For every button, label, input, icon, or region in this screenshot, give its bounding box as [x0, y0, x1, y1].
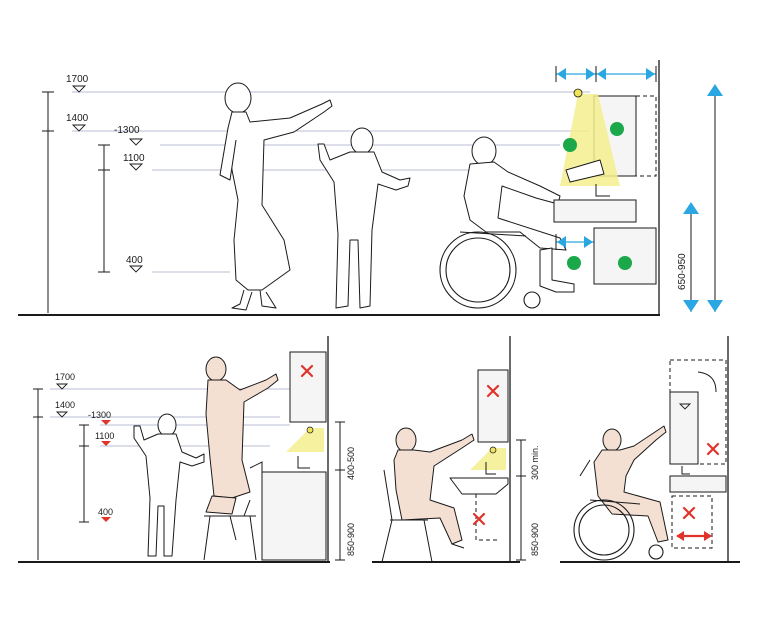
faucet-icon: [297, 456, 310, 469]
ok-marker-icon: [610, 122, 624, 136]
base-cabinet: [261, 471, 327, 561]
level-label-1700: 1700: [55, 372, 75, 382]
standing-woman-figure: [219, 82, 333, 311]
level-marker-icon: [71, 85, 87, 93]
washbasin: [669, 475, 727, 493]
upper-cabinet: [289, 351, 327, 423]
light-cone: [286, 428, 324, 452]
arrow-down-icon: [683, 300, 699, 312]
arrow-left-icon: [597, 68, 606, 80]
level-label-1100: 1100: [95, 431, 114, 441]
dim-label-850-900: 850-900: [346, 523, 356, 556]
washbasin: [449, 477, 509, 495]
wheelchair-user-figure: [439, 136, 575, 309]
level-label-400: 400: [98, 507, 113, 517]
arrow-left-icon: [557, 236, 566, 248]
swing-arc: [697, 371, 717, 393]
arrow-left-icon: [557, 68, 566, 80]
level-marker-icon: [55, 411, 69, 418]
faucet-icon: [595, 184, 610, 197]
faucet-icon: [681, 466, 690, 475]
upper-cabinet: [669, 391, 699, 465]
dim-label-400-500: 400-500: [346, 447, 356, 480]
not-ok-level-marker-icon: [101, 420, 111, 425]
seated-woman-figure: [381, 427, 475, 563]
level-marker-icon: [128, 163, 144, 171]
level-marker-icon: [55, 383, 69, 390]
arrow-right-icon: [586, 68, 595, 80]
faucet-icon: [485, 462, 496, 475]
level-marker-icon: [678, 403, 692, 410]
dim-label-300-min: 300 min.: [530, 445, 540, 480]
cabinet-outline-dashed: [594, 95, 657, 177]
not-ok-marker-icon: [300, 364, 314, 378]
arrow-up-icon: [683, 202, 699, 214]
top-panel: 1700 1400 -1300 1100 400: [18, 60, 723, 316]
range-label-650-950: 650-950: [677, 253, 688, 290]
arrow-right-icon: [704, 531, 712, 541]
arrow-right-icon: [584, 236, 593, 248]
arrow-down-icon: [707, 300, 723, 312]
bottom-left-panel: 1700 1400 -1300 1100 400: [18, 336, 330, 563]
not-ok-marker-icon: [706, 442, 720, 456]
level-label-400: 400: [126, 255, 143, 266]
bottom-right-panel: 300 min. 850-900: [516, 336, 740, 563]
standing-person-figure: [133, 413, 205, 557]
vertical-range-arrows: 650-950: [677, 84, 723, 312]
pipe-dashed: [475, 494, 500, 541]
arrow-left-icon: [676, 531, 684, 541]
level-label-1100: 1100: [123, 153, 145, 164]
lamp-icon: [306, 426, 314, 434]
sink-assembly: [553, 88, 657, 285]
light-cone: [470, 448, 506, 470]
wheelchair-user-figure: [573, 425, 669, 561]
level-label-1300: -1300: [88, 410, 111, 420]
level-label-1400: 1400: [55, 400, 75, 410]
not-ok-marker-icon: [472, 512, 486, 526]
level-label-1700: 1700: [66, 74, 89, 85]
level-marker-icon: [128, 265, 144, 273]
not-ok-marker-icon: [682, 506, 696, 520]
light-cone: [560, 94, 620, 186]
woman-on-chair-figure: [203, 356, 279, 561]
arrow-up-icon: [707, 84, 723, 96]
dim-label-850-900: 850-900: [530, 523, 540, 556]
lamp-icon: [573, 88, 583, 98]
level-label-1400: 1400: [66, 113, 89, 124]
lamp-icon: [489, 446, 497, 454]
arrow-right-icon: [646, 68, 655, 80]
level-label-1300: -1300: [114, 125, 140, 136]
ok-marker-icon: [618, 256, 632, 270]
not-ok-level-marker-icon: [101, 441, 111, 446]
standing-person-figure: [317, 127, 411, 309]
bottom-middle-panel: 400-500 850-900: [335, 336, 520, 563]
reach-arrows: [555, 66, 657, 250]
not-ok-marker-icon: [486, 384, 500, 398]
not-ok-level-marker-icon: [101, 517, 111, 522]
knee-space-dashed: [671, 495, 713, 549]
level-marker-icon: [71, 124, 87, 132]
upper-cabinet: [477, 369, 509, 443]
washbasin: [553, 199, 637, 223]
ok-marker-icon: [563, 138, 577, 152]
level-marker-icon: [128, 138, 144, 146]
ok-marker-icon: [567, 256, 581, 270]
mirror-panel: [565, 159, 605, 183]
